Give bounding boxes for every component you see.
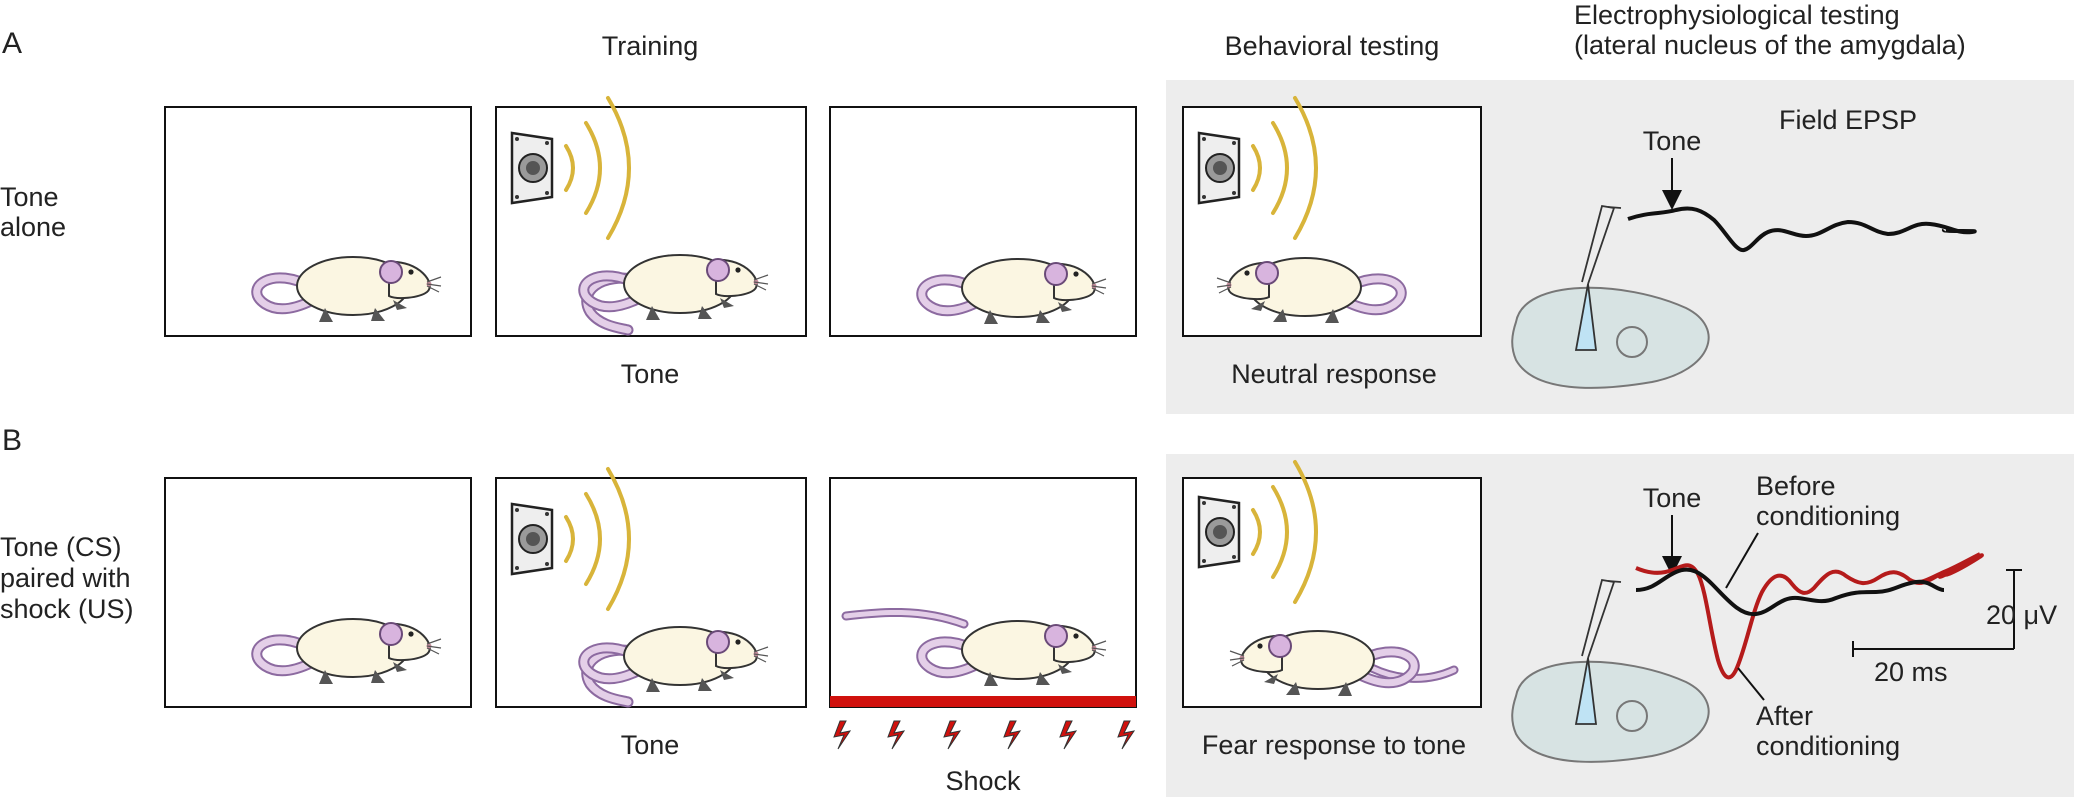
label-after-pointer [1737, 667, 1765, 701]
label-before-line1: Before [1756, 471, 1836, 501]
row-b-box-3-caption: Shock [945, 766, 1021, 796]
shock-bolt-icon [1117, 720, 1135, 750]
row-b-condition-line2: paired with [0, 563, 131, 593]
scale-label-voltage: 20 μV [1986, 600, 2057, 630]
row-b-behavior-caption: Fear response to tone [1202, 730, 1466, 760]
panel-letter-a: A [2, 27, 22, 60]
header-ephys-line2: (lateral nucleus of the amygdala) [1574, 30, 1966, 60]
row-b-tone-marker: Tone [1643, 483, 1702, 513]
row-a-condition-line1: Tone [0, 182, 59, 212]
row-b-mouse-3 [841, 607, 1106, 686]
row-a-trace-title: Field EPSP [1779, 105, 1917, 135]
trace-before-conditioning [1635, 567, 1945, 617]
label-after-line2: conditioning [1756, 731, 1900, 761]
label-before-pointer [1725, 532, 1759, 589]
row-b-condition-line3: shock (US) [0, 594, 134, 624]
row-a-mouse-2 [584, 255, 768, 336]
speaker-icon [1197, 495, 1241, 569]
speaker-icon [510, 131, 554, 205]
header-ephys-line1: Electrophysiological testing [1574, 0, 1900, 30]
row-b-box-2-caption: Tone [621, 730, 680, 760]
row-a-tone-marker: Tone [1643, 126, 1702, 156]
shock-bolt-icon [833, 720, 851, 750]
header-behavioral-testing: Behavioral testing [1225, 31, 1440, 61]
row-b-mouse-4 [1230, 631, 1459, 696]
row-a-field-epsp-trace [1627, 206, 1977, 253]
row-b-condition-line1: Tone (CS) [0, 532, 122, 562]
row-b-mouse-2 [584, 627, 768, 708]
panel-letter-b: B [2, 424, 22, 457]
scale-bars [1852, 569, 2022, 657]
speaker-icon [1197, 131, 1241, 205]
speaker-icon [510, 502, 554, 576]
shock-bolt-icon [943, 720, 961, 750]
row-a-box-2-caption: Tone [621, 359, 680, 389]
scale-label-time: 20 ms [1874, 657, 1948, 687]
row-a-condition-line2: alone [0, 212, 66, 242]
header-training: Training [602, 31, 699, 61]
label-after-line1: After [1756, 701, 1813, 731]
shock-bolt-icon [1003, 720, 1021, 750]
shock-floor [830, 696, 1136, 707]
row-b-box-1 [164, 477, 472, 708]
shock-bolt-icon [887, 720, 905, 750]
row-a-behavior-caption: Neutral response [1231, 359, 1437, 389]
label-before-line2: conditioning [1756, 501, 1900, 531]
shock-bolt-icon [1059, 720, 1077, 750]
